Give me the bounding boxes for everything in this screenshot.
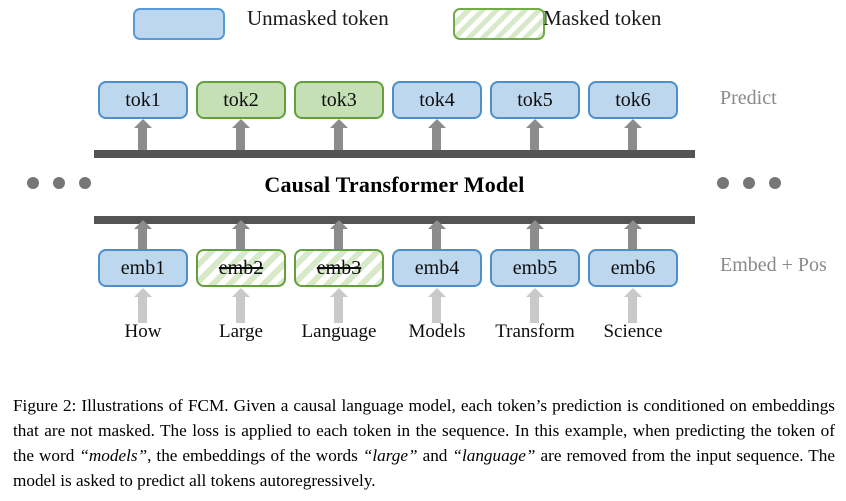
ellipsis-right-icon [717, 177, 781, 189]
input-word-2: Large [219, 321, 263, 342]
predict-arrow-6 [628, 127, 637, 150]
embedding-box-2: emb2 [196, 249, 286, 287]
legend-label-masked: Masked token [543, 6, 662, 30]
input-word-4: Models [408, 321, 466, 342]
token-label-4: tok4 [419, 89, 455, 111]
caption-emphasis-models: “models” [79, 446, 148, 466]
embedding-label-2: emb2 [218, 257, 264, 279]
input-arrow-5 [530, 228, 539, 249]
input-arrow-3 [334, 228, 343, 249]
embed-arrow-5 [530, 296, 539, 323]
predict-arrow-4 [432, 127, 441, 150]
input-word-1: How [124, 321, 162, 342]
embedding-box-4: emb4 [392, 249, 482, 287]
embed-arrow-6 [628, 296, 637, 323]
input-arrow-4 [432, 228, 441, 249]
transformer-top-bar [94, 150, 695, 158]
caption-emphasis-language: “language” [452, 446, 536, 466]
embedding-label-1: emb1 [120, 257, 166, 279]
embedding-row: emb1 emb2 emb3 emb4 emb5 emb6 [98, 249, 690, 287]
predict-arrow-3 [334, 127, 343, 150]
embedding-box-1: emb1 [98, 249, 188, 287]
token-label-1: tok1 [125, 89, 161, 111]
embedding-box-5: emb5 [490, 249, 580, 287]
input-word-5: Transform [495, 321, 575, 342]
embedding-label-3: emb3 [316, 257, 362, 279]
embedding-label-5: emb5 [512, 257, 558, 279]
transformer-bottom-bar [94, 216, 695, 224]
token-box-2: tok2 [196, 81, 286, 119]
transformer-title: Causal Transformer Model [264, 172, 525, 197]
caption-text-1: Illustrations of FCM. Given a causal lan… [13, 396, 835, 466]
input-word-6: Science [603, 321, 663, 342]
caption-text-3: and [417, 446, 453, 466]
embedding-box-6: emb6 [588, 249, 678, 287]
input-arrow-6 [628, 228, 637, 249]
token-label-3: tok3 [321, 89, 357, 111]
output-token-row: tok1 tok2 tok3 tok4 tok5 tok6 [98, 81, 690, 119]
embed-arrow-3 [334, 296, 343, 323]
token-label-2: tok2 [223, 89, 259, 111]
input-arrow-1 [138, 228, 147, 249]
input-word-3: Language [301, 321, 377, 342]
predict-arrow-1 [138, 127, 147, 150]
embedding-label-4: emb4 [414, 257, 460, 279]
token-box-6: tok6 [588, 81, 678, 119]
predict-arrow-5 [530, 127, 539, 150]
ellipsis-left-icon [27, 177, 91, 189]
embedding-box-3: emb3 [294, 249, 384, 287]
token-label-5: tok5 [517, 89, 553, 111]
input-word-row: How Large Language Models Transform Scie… [98, 321, 690, 349]
caption-text-4: are removed from the input sequence. The… [13, 446, 836, 491]
embed-arrow-1 [138, 296, 147, 323]
legend-swatch-masked [453, 8, 545, 40]
figure-caption: Figure 2: Illustrations of FCM. Given a … [13, 393, 835, 493]
token-box-1: tok1 [98, 81, 188, 119]
fcm-diagram: tok1 tok2 tok3 tok4 tok5 tok6 Causal Tra… [0, 56, 846, 356]
embed-arrow-2 [236, 296, 245, 323]
side-label-embed-pos: Embed + Pos [720, 254, 827, 276]
caption-text-2: , the embeddings of the words [147, 446, 363, 466]
caption-figure-number: Figure 2: [13, 396, 77, 416]
token-box-4: tok4 [392, 81, 482, 119]
figure-legend: Unmasked token Masked token [0, 0, 846, 56]
embed-arrow-4 [432, 296, 441, 323]
legend-label-unmasked: Unmasked token [247, 6, 389, 30]
legend-swatch-unmasked [133, 8, 225, 40]
token-box-5: tok5 [490, 81, 580, 119]
caption-emphasis-large: “large” [362, 446, 418, 466]
side-label-predict: Predict [720, 87, 777, 109]
embedding-label-6: emb6 [610, 257, 656, 279]
input-arrow-2 [236, 228, 245, 249]
predict-arrow-2 [236, 127, 245, 150]
token-box-3: tok3 [294, 81, 384, 119]
token-label-6: tok6 [615, 89, 651, 111]
